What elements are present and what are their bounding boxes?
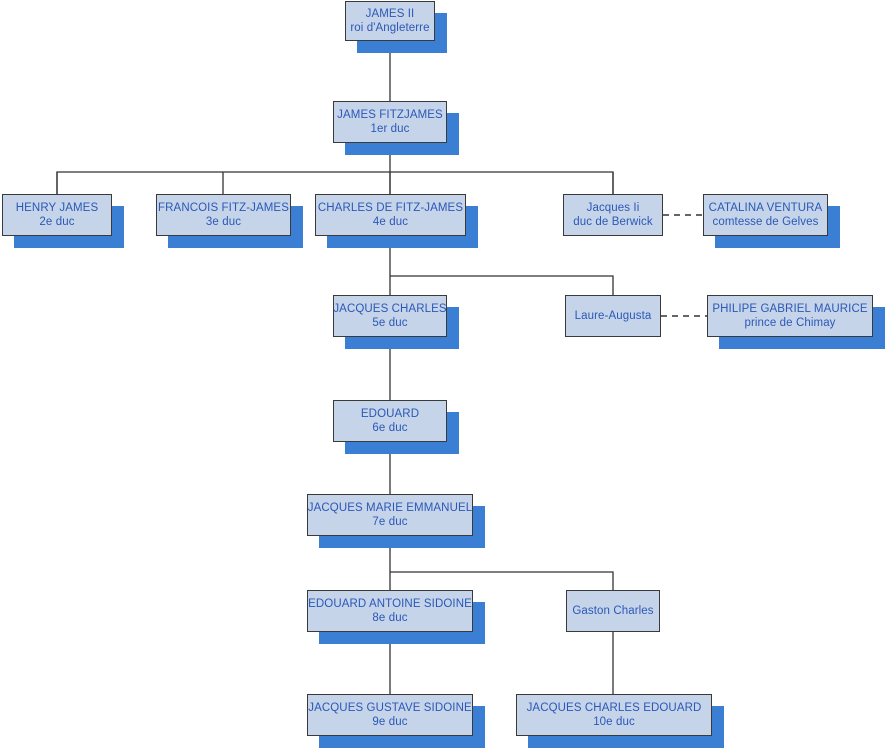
node-title: HENRY JAMES: [15, 201, 99, 214]
node-subtitle: 5e duc: [372, 317, 408, 329]
node-title: Laure-Augusta: [574, 309, 652, 322]
node-charles_de_fitz_james[interactable]: CHARLES DE FITZ-JAMES 4e duc: [315, 194, 466, 236]
node-jacques_marie_emmanuel[interactable]: JACQUES MARIE EMMANUEL 7e duc: [307, 494, 473, 536]
node-james_fitzjames[interactable]: JAMES FITZJAMES 1er duc: [333, 101, 447, 143]
node-henry_james[interactable]: HENRY JAMES 2e duc: [2, 194, 112, 236]
node-title: FRANCOIS FITZ-JAMES: [158, 201, 289, 214]
node-title: Gaston Charles: [572, 604, 654, 617]
node-title: JACQUES CHARLES: [333, 302, 447, 315]
node-jacques_charles_edouard[interactable]: JACQUES CHARLES EDOUARD 10e duc: [516, 694, 712, 736]
node-subtitle: 8e duc: [372, 612, 408, 624]
node-subtitle: 2e duc: [39, 216, 75, 228]
node-title: JAMES FITZJAMES: [337, 108, 443, 121]
node-subtitle: comtesse de Gelves: [712, 216, 819, 228]
node-jacques_charles[interactable]: JACQUES CHARLES 5e duc: [333, 295, 447, 337]
node-subtitle: 6e duc: [372, 422, 408, 434]
node-subtitle: prince de Chimay: [744, 317, 836, 329]
node-title: Jacques Ii: [586, 201, 640, 214]
node-jacques_gustave_sidoine[interactable]: JACQUES GUSTAVE SIDOINE 9e duc: [307, 694, 473, 736]
connector-e-bus-row2: [56, 171, 614, 194]
node-laure_augusta[interactable]: Laure-Augusta: [565, 295, 661, 337]
node-subtitle: 10e duc: [593, 716, 635, 728]
node-subtitle: 9e duc: [372, 716, 408, 728]
node-edouard_antoine_sidoine[interactable]: EDOUARD ANTOINE SIDOINE 8e duc: [307, 590, 473, 632]
node-title: JACQUES MARIE EMMANUEL: [307, 501, 473, 514]
node-title: CHARLES DE FITZ-JAMES: [317, 201, 464, 214]
node-title: JACQUES GUSTAVE SIDOINE: [308, 701, 472, 714]
node-subtitle: 3e duc: [205, 216, 242, 228]
connector-e-charles-bus2: [390, 275, 614, 295]
node-gaston_charles[interactable]: Gaston Charles: [566, 590, 660, 632]
node-subtitle: 4e duc: [372, 216, 409, 228]
node-title: CATALINA VENTURA: [708, 201, 823, 214]
node-philipe_gabriel_maurice[interactable]: PHILIPE GABRIEL MAURICE prince de Chimay: [707, 295, 873, 337]
node-subtitle: 7e duc: [372, 516, 408, 528]
node-title: EDOUARD: [360, 407, 420, 420]
node-james2[interactable]: JAMES II roi d'Angleterre: [345, 1, 435, 41]
node-title: JACQUES CHARLES EDOUARD: [526, 701, 702, 714]
node-jacques_ii[interactable]: Jacques Ii duc de Berwick: [563, 194, 663, 236]
connector-e-jme-bus3: [390, 571, 614, 590]
node-edouard[interactable]: EDOUARD 6e duc: [333, 400, 447, 442]
node-catalina_ventura[interactable]: CATALINA VENTURA comtesse de Gelves: [703, 194, 828, 236]
node-francois_fitz_james[interactable]: FRANCOIS FITZ-JAMES 3e duc: [156, 194, 291, 236]
node-subtitle: duc de Berwick: [573, 216, 653, 228]
node-subtitle: roi d'Angleterre: [350, 22, 430, 34]
node-subtitle: 1er duc: [370, 123, 410, 135]
node-title: JAMES II: [365, 7, 415, 20]
node-title: PHILIPE GABRIEL MAURICE: [712, 302, 868, 315]
node-title: EDOUARD ANTOINE SIDOINE: [308, 597, 472, 610]
